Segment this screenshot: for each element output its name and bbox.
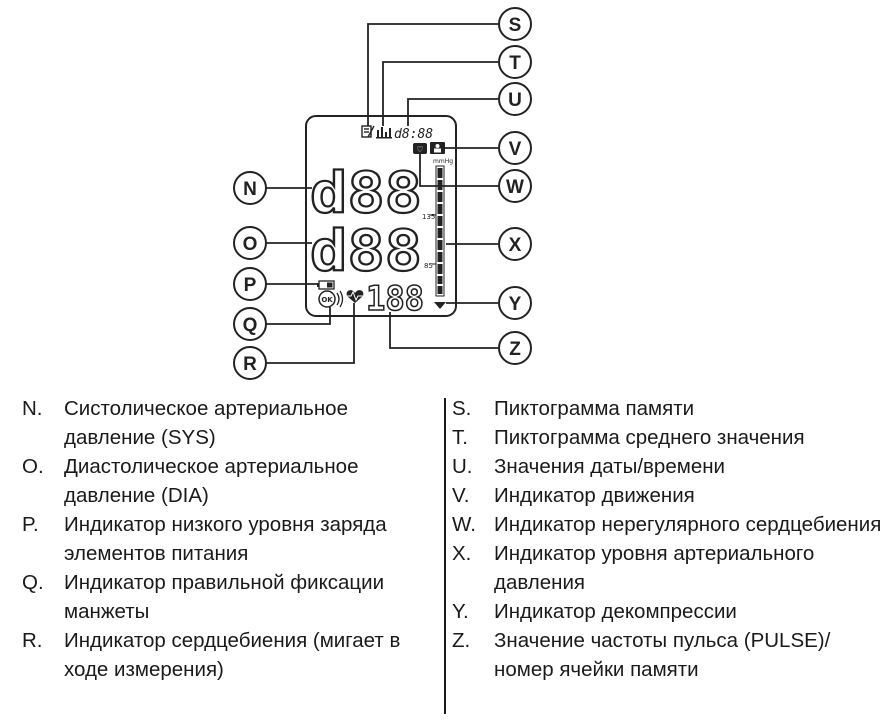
callout-z: Z [498, 331, 532, 365]
movement-icon [430, 142, 445, 154]
low-battery-icon [317, 280, 335, 290]
deflation-arrow-icon [434, 302, 446, 309]
legend-text: Индикатор движения [494, 484, 695, 507]
legend-item-q: Q. Индикатор правильной фиксации манжеты [22, 568, 440, 626]
scale-lower-label: 85 [424, 262, 433, 270]
svg-text:N: N [243, 179, 257, 200]
legend-item-o: O. Диастолическое артериальное давление … [22, 452, 440, 510]
svg-text:X: X [509, 235, 522, 256]
legend-letter: Y. [452, 600, 469, 623]
legend-text: Индикатор правильной фиксации манжеты [64, 571, 385, 623]
svg-text:U: U [508, 90, 522, 111]
legend-item-y: Y. Индикатор декомпрессии [452, 597, 882, 626]
legend-letter: W. [452, 513, 476, 536]
callout-v: V [498, 131, 532, 165]
heartbeat-icon [346, 290, 364, 303]
callout-o: O [233, 226, 267, 260]
leader-lines [266, 23, 498, 364]
svg-text:♡: ♡ [416, 145, 423, 154]
legend-item-p: P. Индикатор низкого уровня заряда элеме… [22, 510, 440, 568]
callout-q: Q [233, 307, 267, 341]
legend-letter: O. [22, 455, 44, 478]
legend-text: Индикатор нерегулярного сердцебиения [494, 513, 882, 536]
legend-text: Значение частоты пульса (PULSE)/ номер я… [494, 629, 831, 681]
callout-t: T [498, 45, 532, 79]
legend-text: Пиктограмма среднего значения [494, 426, 805, 449]
callout-s: S [498, 7, 532, 41]
legend-letter: P. [22, 513, 39, 536]
legend-item-s: S. Пиктограмма памяти [452, 394, 882, 423]
svg-text:OK: OK [321, 296, 333, 304]
legend-text: Индикатор уровня артериального давления [494, 542, 815, 594]
lcd-diagram-svg: d8:88 ♡ mmHg d88 d88 135 85 [233, 7, 532, 380]
lcd-diagram: d8:88 ♡ mmHg d88 d88 135 85 [233, 7, 532, 380]
callout-w: W [498, 169, 532, 203]
callout-x: X [498, 227, 532, 261]
legend-text: Значения даты/времени [494, 455, 725, 478]
legend-letter: Z. [452, 629, 471, 652]
average-icon [376, 127, 392, 139]
legend-letter: U. [452, 455, 473, 478]
legend-item-z: Z. Значение частоты пульса (PULSE)/ номе… [452, 626, 882, 684]
svg-text:T: T [509, 53, 521, 74]
legend-letter: X. [452, 542, 472, 565]
pressure-level-bar [430, 165, 445, 297]
memory-icon [361, 125, 375, 138]
legend-item-w: W. Индикатор нерегулярного сердцебиения [452, 510, 882, 539]
legend-text: Диастолическое артериальное давление (DI… [64, 455, 359, 507]
svg-text:W: W [506, 177, 524, 198]
legend-letter: V. [452, 484, 470, 507]
unit-label: mmHg [433, 158, 453, 165]
svg-text:R: R [243, 354, 257, 375]
legend-item-t: T. Пиктограмма среднего значения [452, 423, 882, 452]
callout-r: R [233, 346, 267, 380]
svg-text:O: O [243, 234, 258, 255]
legend-text: Индикатор низкого уровня заряда элементо… [64, 513, 387, 565]
legend-text: Индикатор сердцебиения (мигает в ходе из… [64, 629, 401, 681]
datetime-digits: d8:88 [394, 127, 433, 142]
callout-n: N [233, 171, 267, 205]
legend-text: Индикатор декомпрессии [494, 600, 737, 623]
legend-letter: Q. [22, 571, 44, 594]
legend-left: N. Систолическое артериальное давление (… [22, 394, 440, 684]
legend-item-x: X. Индикатор уровня артериального давлен… [452, 539, 882, 597]
legend-item-u: U. Значения даты/времени [452, 452, 882, 481]
legend-letter: S. [452, 397, 472, 420]
legend-right: S. Пиктограмма памяти T. Пиктограмма сре… [452, 394, 882, 684]
lcd-frame [305, 115, 457, 317]
sys-digits: d88 [310, 161, 422, 226]
legend-letter: N. [22, 397, 43, 420]
svg-text:Y: Y [509, 294, 522, 315]
callout-p: P [233, 267, 267, 301]
dia-digits: d88 [310, 219, 422, 284]
callout-y: Y [498, 286, 532, 320]
legend-text: Пиктограмма памяти [494, 397, 695, 420]
irregular-heartbeat-icon: ♡ [413, 143, 427, 154]
svg-text:P: P [244, 275, 257, 296]
legend-divider [444, 398, 446, 714]
svg-text:S: S [509, 15, 522, 36]
legend-item-v: V. Индикатор движения [452, 481, 882, 510]
cuff-ok-icon: OK [318, 290, 344, 308]
legend-item-r: R. Индикатор сердцебиения (мигает в ходе… [22, 626, 440, 684]
legend-text: Систолическое артериальное давление (SYS… [64, 397, 348, 449]
legend-item-n: N. Систолическое артериальное давление (… [22, 394, 440, 452]
callout-u: U [498, 82, 532, 116]
legend-letter: T. [452, 426, 468, 449]
svg-text:V: V [509, 139, 522, 160]
svg-text:Z: Z [509, 339, 521, 360]
scale-upper-label: 135 [422, 213, 435, 221]
pulse-digits: 188 [366, 279, 424, 319]
legend-letter: R. [22, 629, 43, 652]
svg-text:Q: Q [243, 315, 258, 336]
